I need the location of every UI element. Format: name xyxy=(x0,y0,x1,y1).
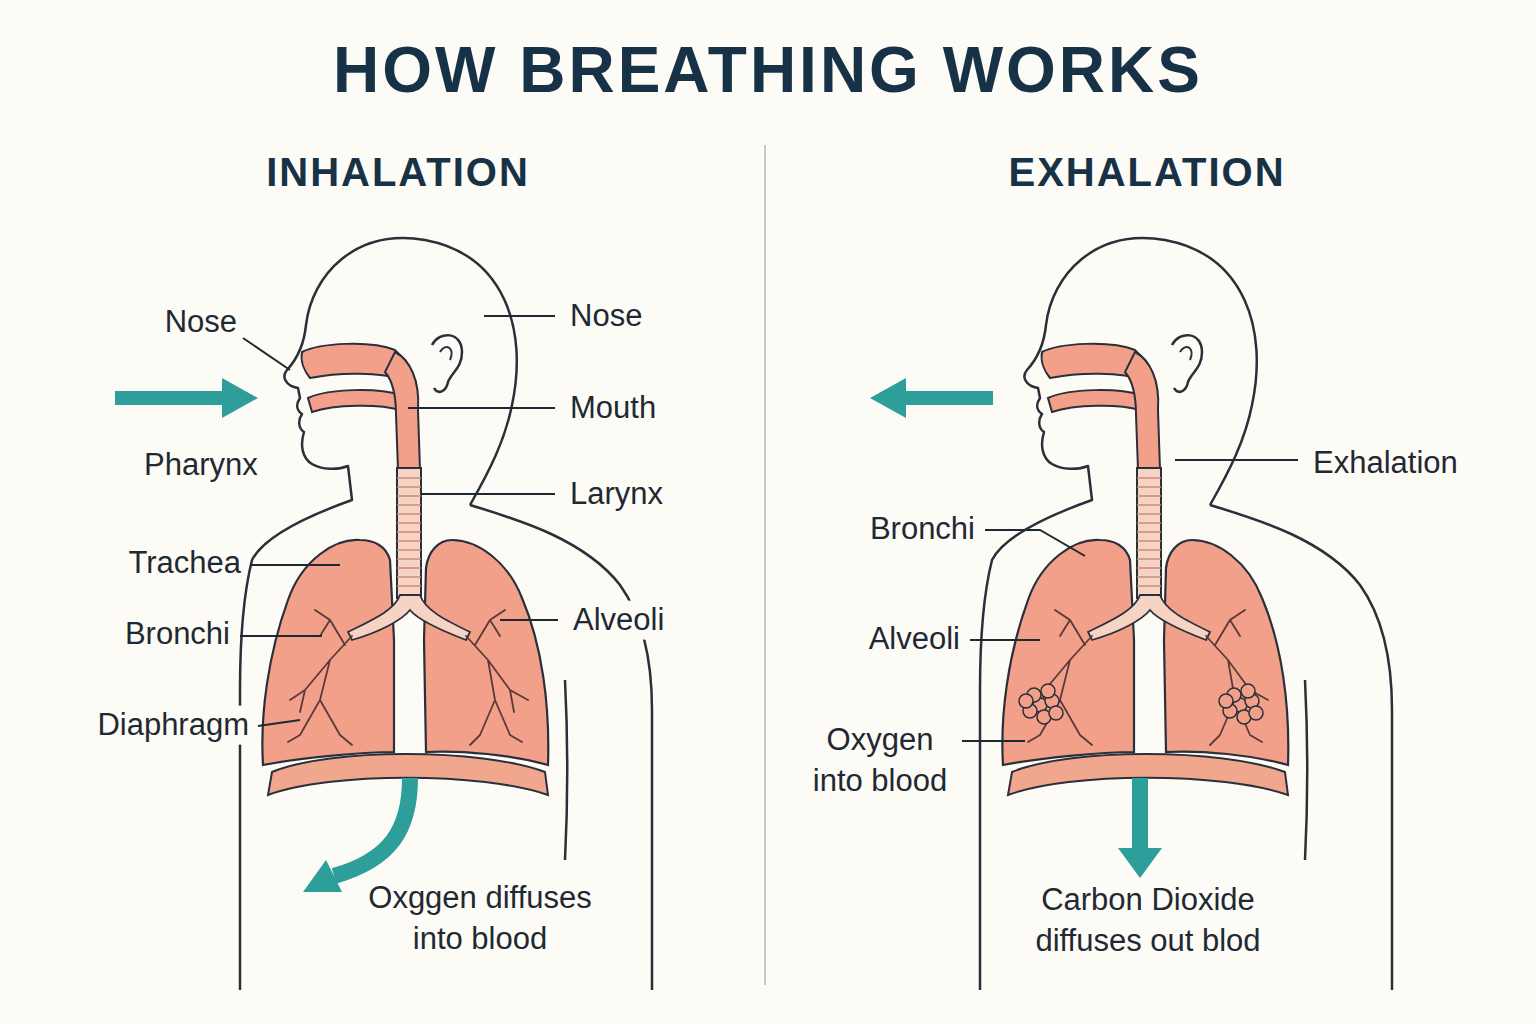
part-label: Alveoli xyxy=(570,601,667,640)
divider-line xyxy=(764,145,766,985)
alveoli-cluster xyxy=(1019,684,1263,724)
part-label: Bronchi xyxy=(122,615,233,654)
section-heading-holder: INHALATION xyxy=(263,147,533,197)
part-label: Larynx xyxy=(567,475,666,514)
process-note: Oxggen diffuses into blood xyxy=(352,878,608,960)
section-heading: INHALATION xyxy=(263,147,533,197)
part-label-holder: Larynx xyxy=(567,475,666,514)
exhalation-figure xyxy=(980,238,1392,990)
section-heading-holder: EXHALATION xyxy=(1005,147,1288,197)
part-label-holder: Exhalation xyxy=(1310,444,1461,483)
part-label-holder: Trachea xyxy=(125,544,244,583)
title: HOW BREATHING WORKS xyxy=(330,30,1206,110)
part-label: Bronchi xyxy=(867,510,978,549)
process-note: Oxygen into blood xyxy=(802,720,958,802)
section-heading: EXHALATION xyxy=(1005,147,1288,197)
part-label: Diaphragm xyxy=(94,706,252,745)
part-label-holder: Nose xyxy=(567,297,645,336)
part-label-holder: Pharynx xyxy=(141,446,261,485)
airflow-arrow xyxy=(334,778,1140,876)
title-holder: HOW BREATHING WORKS xyxy=(330,30,1206,110)
process-note-holder: Oxggen diffuses into blood xyxy=(352,878,608,960)
process-note-holder: Oxygen into blood xyxy=(802,720,958,802)
part-label: Nose xyxy=(162,303,240,342)
part-label-holder: Nose xyxy=(162,303,240,342)
part-label-holder: Mouth xyxy=(567,389,659,428)
part-label: Exhalation xyxy=(1310,444,1461,483)
part-label: Alveoli xyxy=(866,620,963,659)
part-label-holder: Alveoli xyxy=(570,601,667,640)
part-label: Mouth xyxy=(567,389,659,428)
process-note: Carbon Dioxide diffuses out blod xyxy=(1020,880,1276,962)
leader-line xyxy=(240,316,1298,741)
part-label: Trachea xyxy=(125,544,244,583)
airflow-arrow xyxy=(115,378,1162,892)
part-label: Nose xyxy=(567,297,645,336)
part-label-holder: Bronchi xyxy=(867,510,978,549)
part-label-holder: Diaphragm xyxy=(94,706,252,745)
process-note-holder: Carbon Dioxide diffuses out blod xyxy=(1020,880,1276,962)
part-label-holder: Alveoli xyxy=(866,620,963,659)
part-label: Pharynx xyxy=(141,446,261,485)
part-label-holder: Bronchi xyxy=(122,615,233,654)
